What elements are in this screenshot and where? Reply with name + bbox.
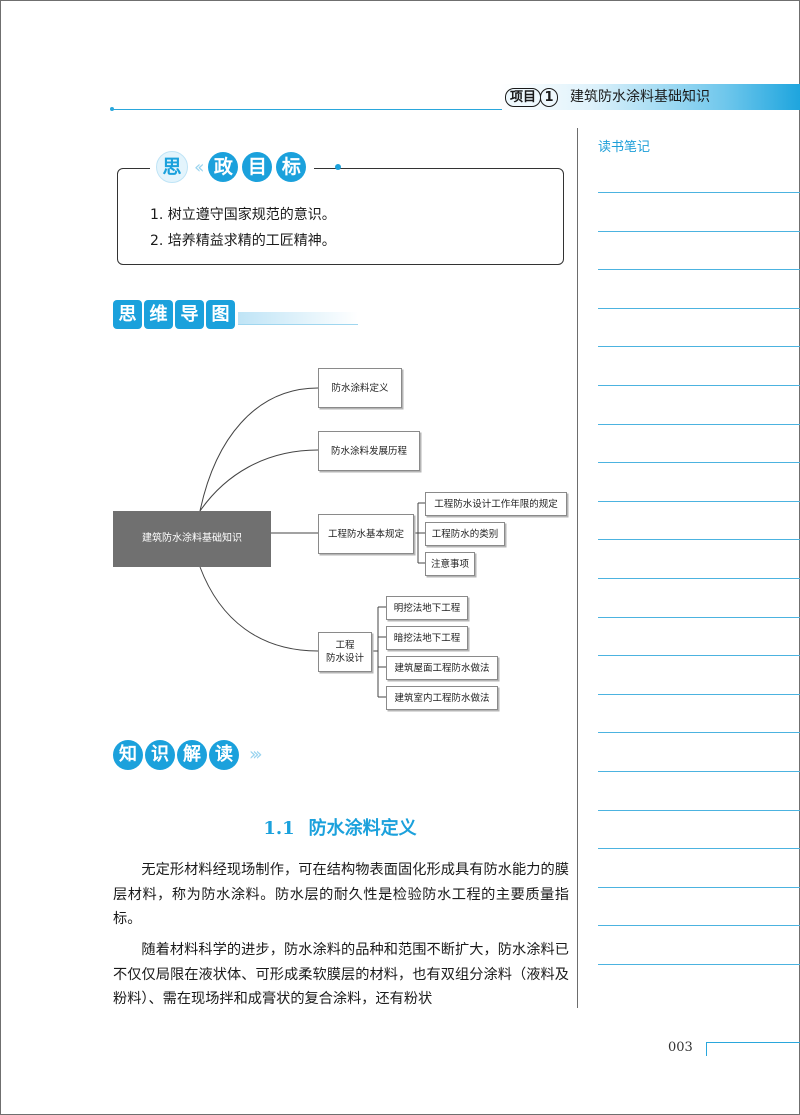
goals-title-char: 政 bbox=[208, 152, 239, 182]
note-line bbox=[598, 655, 800, 656]
mindmap-node-line: 防水设计 bbox=[325, 653, 364, 664]
mindmap-leaf: 暗挖法地下工程 bbox=[386, 626, 468, 650]
note-line bbox=[598, 462, 800, 463]
connector-line bbox=[199, 387, 319, 512]
mindmap-root: 建筑防水涂料基础知识 bbox=[113, 511, 271, 567]
note-line bbox=[598, 308, 800, 309]
knowledge-title-char: 读 bbox=[209, 740, 239, 770]
double-chevron-icon: ‹‹ bbox=[194, 156, 205, 178]
goals-title-char: 目 bbox=[242, 152, 273, 182]
note-line bbox=[598, 578, 800, 579]
mindmap-node: 工程 防水设计 bbox=[318, 632, 372, 672]
section-heading: 1.1 防水涂料定义 bbox=[0, 814, 680, 840]
mindmap-title-char: 图 bbox=[206, 300, 235, 329]
page-number: 003 bbox=[668, 1040, 693, 1055]
mindmap-leaf: 工程防水设计工作年限的规定 bbox=[425, 492, 567, 516]
connector-line bbox=[199, 449, 319, 512]
project-number: 1 bbox=[540, 88, 558, 107]
header-rule-dot bbox=[110, 107, 114, 111]
note-line bbox=[598, 539, 800, 540]
mindmap-node: 防水涂料定义 bbox=[318, 368, 402, 408]
goals-title: 思 ‹‹ 政 目 标 bbox=[150, 149, 315, 185]
note-line bbox=[598, 732, 800, 733]
mindmap-leaf: 建筑室内工程防水做法 bbox=[386, 686, 498, 710]
mindmap-title-rule bbox=[238, 324, 358, 325]
note-line bbox=[598, 848, 800, 849]
footer-rule bbox=[706, 1042, 800, 1043]
goals-title-char: 思 bbox=[156, 151, 188, 183]
mindmap-leaf: 建筑屋面工程防水做法 bbox=[386, 656, 498, 680]
footer-rule-tick bbox=[706, 1042, 707, 1056]
mindmap-title-char: 维 bbox=[144, 300, 173, 329]
mindmap-leaf: 注意事项 bbox=[425, 552, 475, 576]
mindmap-title-char: 思 bbox=[113, 300, 142, 329]
note-line bbox=[598, 617, 800, 618]
mindmap-leaf: 工程防水的类别 bbox=[425, 522, 505, 546]
note-line bbox=[598, 501, 800, 502]
note-line bbox=[598, 810, 800, 811]
note-line bbox=[598, 424, 800, 425]
mindmap-section-title: 思 维 导 图 bbox=[113, 300, 235, 329]
mindmap-node: 工程防水基本规定 bbox=[318, 514, 414, 554]
triple-chevron-icon: ››› bbox=[249, 744, 262, 765]
section-title: 防水涂料定义 bbox=[308, 818, 417, 839]
note-line bbox=[598, 771, 800, 772]
note-line bbox=[598, 887, 800, 888]
note-line bbox=[598, 385, 800, 386]
goals-title-dot bbox=[335, 164, 341, 170]
note-line bbox=[598, 231, 800, 232]
section-number: 1.1 bbox=[263, 818, 295, 839]
note-line bbox=[598, 925, 800, 926]
knowledge-title-char: 知 bbox=[113, 740, 143, 770]
mindmap-node-line: 工程 bbox=[335, 640, 355, 651]
note-line bbox=[598, 192, 800, 193]
knowledge-section-title: 知 识 解 读 ››› bbox=[113, 740, 262, 770]
mindmap-node: 防水涂料发展历程 bbox=[318, 431, 420, 471]
project-label: 项目 bbox=[505, 88, 541, 107]
mindmap-leaf: 明挖法地下工程 bbox=[386, 596, 468, 620]
goals-title-char: 标 bbox=[276, 152, 307, 182]
header-rule bbox=[112, 109, 502, 110]
knowledge-title-char: 解 bbox=[177, 740, 207, 770]
mindmap-title-char: 导 bbox=[175, 300, 204, 329]
notes-divider bbox=[577, 128, 578, 1008]
goal-item: 1. 树立遵守国家规范的意识。 bbox=[150, 207, 336, 223]
note-line bbox=[598, 964, 800, 965]
note-line bbox=[598, 694, 800, 695]
mindmap-title-underlay bbox=[238, 312, 358, 325]
knowledge-title-char: 识 bbox=[145, 740, 175, 770]
notes-title: 读书笔记 bbox=[598, 140, 651, 155]
note-line bbox=[598, 269, 800, 270]
connector-line bbox=[199, 566, 319, 652]
chapter-title: 建筑防水涂料基础知识 bbox=[570, 89, 710, 105]
body-paragraph: 随着材料科学的进步，防水涂料的品种和范围不断扩大，防水涂料已不仅仅局限在液状体、… bbox=[113, 942, 569, 1007]
goal-item: 2. 培养精益求精的工匠精神。 bbox=[150, 233, 336, 249]
note-line bbox=[598, 346, 800, 347]
body-paragraph: 无定形材料经现场制作，可在结构物表面固化形成具有防水能力的膜层材料，称为防水涂料… bbox=[113, 862, 569, 927]
